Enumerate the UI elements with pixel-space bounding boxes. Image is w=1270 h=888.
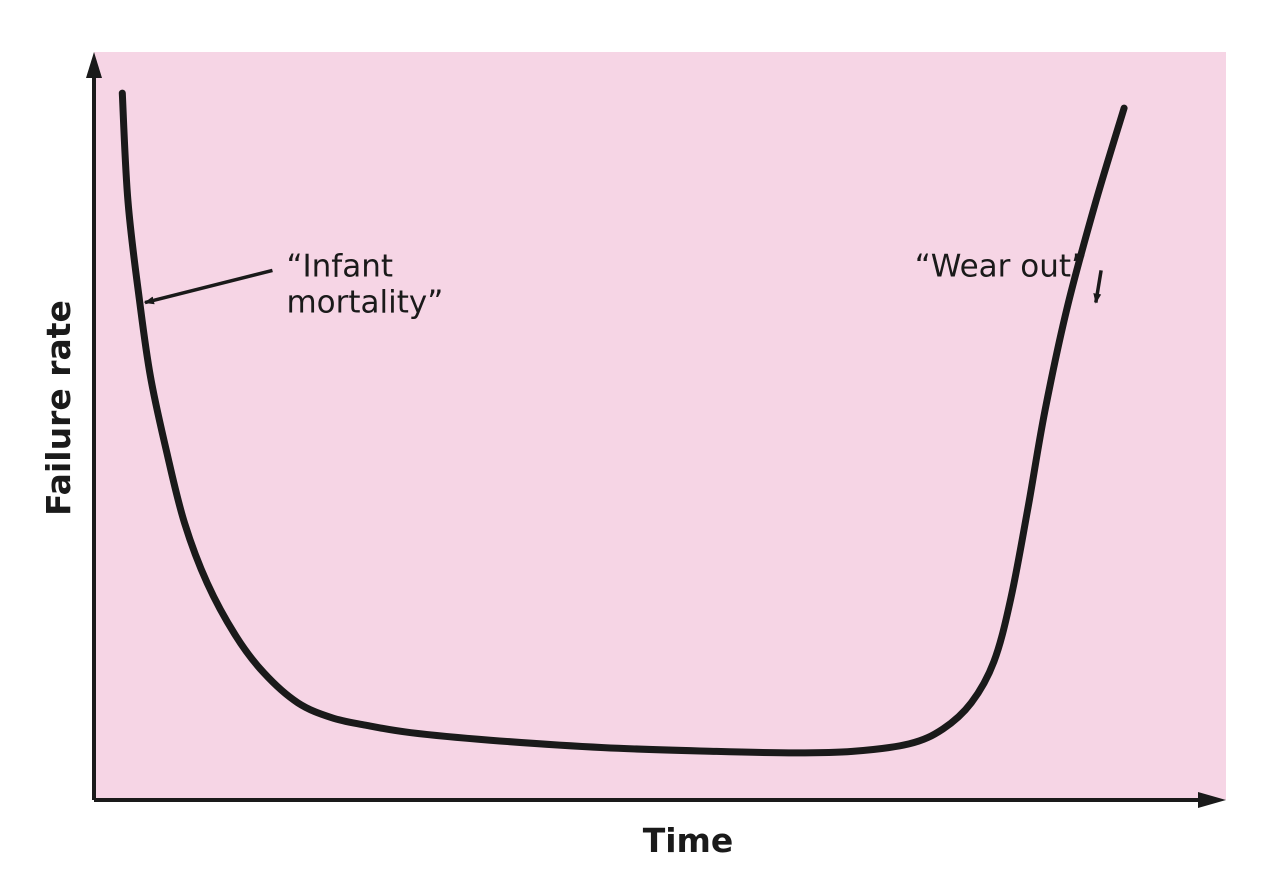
annotation-label-line: mortality” — [286, 284, 443, 320]
failure-rate-curve — [118, 89, 1128, 757]
annotation-label: “Wear out” — [915, 248, 1087, 284]
plot-background — [94, 52, 1226, 800]
y-axis-label: Failure rate — [39, 300, 78, 516]
y-axis-arrowhead — [86, 52, 102, 78]
x-axis-label: Time — [643, 821, 734, 860]
annotation-label-line: “Wear out” — [915, 248, 1087, 284]
annotation-label-line: “Infant — [286, 248, 393, 284]
annotation-arrow — [1093, 270, 1103, 304]
annotation-arrow — [143, 268, 273, 305]
x-axis-arrowhead — [1198, 792, 1226, 808]
